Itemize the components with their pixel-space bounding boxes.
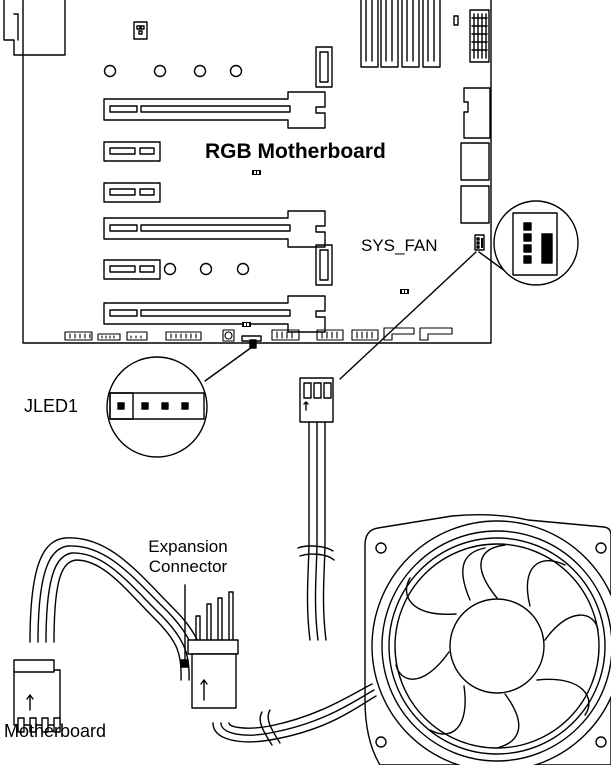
memory-slots xyxy=(360,0,459,68)
small-jumpers xyxy=(242,170,409,327)
rgb-cable-bundle xyxy=(29,537,377,746)
pcie-slot-1 xyxy=(103,91,326,129)
fan-hub xyxy=(449,598,545,694)
sys-fan-label: SYS_FAN xyxy=(361,236,438,255)
fan-cable xyxy=(297,421,335,641)
jled1-zoom-bubble xyxy=(106,346,253,458)
pcie-slot-2 xyxy=(103,210,326,248)
fan-cable-connector xyxy=(299,251,477,423)
right-side-blocks xyxy=(460,87,491,224)
sys-fan-header xyxy=(474,234,485,251)
diagram-title: RGB Motherboard xyxy=(205,140,386,163)
expansion-label-line1: Expansion xyxy=(148,537,228,556)
atx-power-connector xyxy=(469,9,490,63)
pcie-slot-3 xyxy=(103,295,326,333)
bottom-headers xyxy=(64,327,453,342)
expansion-label-line2: Connector xyxy=(148,557,228,576)
jled1-label: JLED1 xyxy=(24,396,79,416)
jled1-header xyxy=(241,335,262,349)
mounting-holes xyxy=(103,64,250,276)
expansion-connector-label: Expansion Connector xyxy=(128,537,248,577)
motherboard-board xyxy=(3,0,492,344)
m2-slot-middle xyxy=(315,244,333,286)
expansion-connector xyxy=(180,584,239,709)
top-small-header xyxy=(133,21,148,40)
motherboard-side-connector xyxy=(13,659,61,733)
pcie-x1-slots xyxy=(103,141,161,280)
fan-blades xyxy=(395,544,599,749)
motherboard-label: Motherboard xyxy=(4,721,107,741)
m2-slot-top xyxy=(315,46,333,88)
sys-fan-zoom-bubble xyxy=(478,200,579,286)
